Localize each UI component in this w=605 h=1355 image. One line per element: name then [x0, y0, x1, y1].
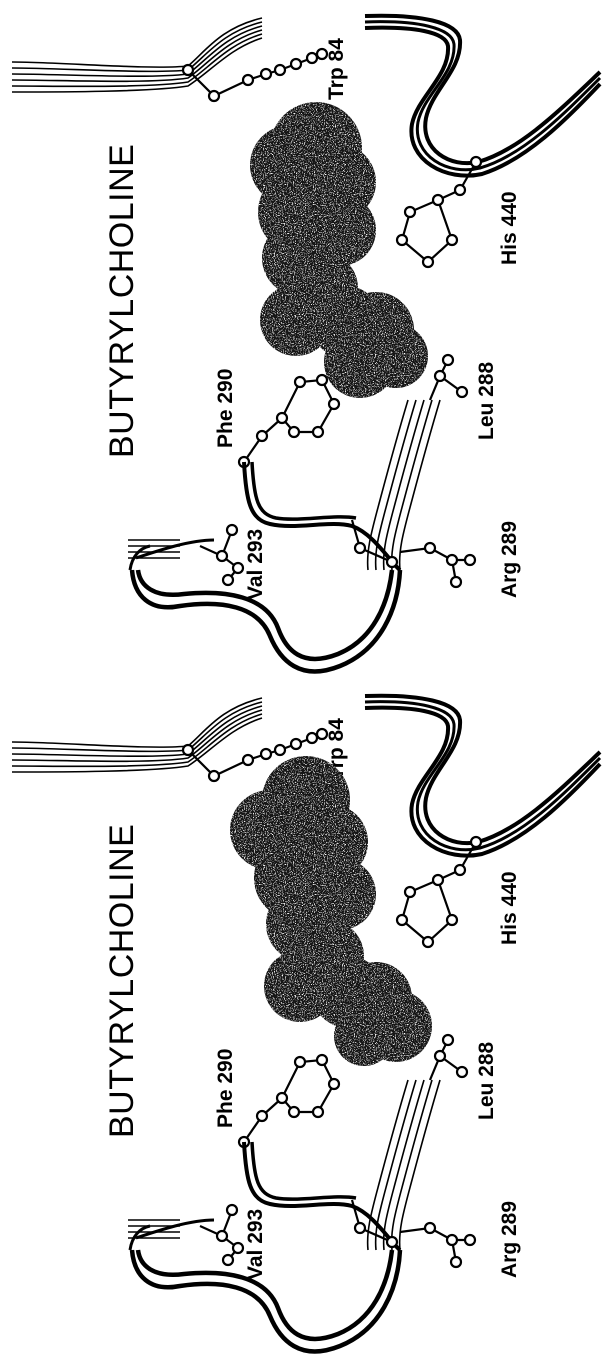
- his440-strand: [365, 16, 600, 176]
- arg289-sidechain: [352, 520, 475, 587]
- panel-top: BUTYRYLCHOLINE Trp 84: [12, 16, 600, 672]
- ligand-spacefill: [250, 102, 428, 398]
- leu288-sidechain: [430, 1035, 467, 1080]
- label-trp84: Trp 84: [325, 38, 348, 100]
- label-phe290: Phe 290: [214, 1049, 237, 1128]
- label-leu288: Leu 288: [475, 361, 498, 440]
- val293-sidechain: [200, 525, 243, 585]
- label-leu288: Leu 288: [475, 1041, 498, 1120]
- ligand-spacefill: [230, 756, 432, 1066]
- his440-sidechain: [397, 157, 481, 267]
- label-phe290: Phe 290: [214, 369, 237, 448]
- label-val293: Val 293: [244, 1209, 267, 1280]
- panel-bottom: BUTYRYLCHOLINE Trp 84: [12, 696, 600, 1352]
- his440-strand: [365, 696, 600, 856]
- phe290-sidechain: [239, 1055, 339, 1147]
- phe290-sidechain: [239, 375, 339, 467]
- his440-sidechain: [397, 837, 481, 947]
- omega-loop-ribbon: [128, 1080, 440, 1351]
- molecule-title: BUTYRYLCHOLINE: [103, 144, 141, 458]
- label-arg289: Arg 289: [498, 1201, 521, 1278]
- label-arg289: Arg 289: [498, 521, 521, 598]
- omega-loop-ribbon: [128, 400, 440, 671]
- trp84-sidechain: [183, 49, 327, 101]
- label-his440: His 440: [498, 871, 521, 945]
- trp84-strand: [12, 698, 262, 772]
- arg289-sidechain: [352, 1200, 475, 1267]
- leu288-sidechain: [430, 355, 467, 400]
- label-his440: His 440: [498, 191, 521, 265]
- label-val293: Val 293: [244, 529, 267, 600]
- trp84-strand: [12, 18, 262, 92]
- molecule-title: BUTYRYLCHOLINE: [103, 824, 141, 1138]
- val293-sidechain: [200, 1205, 243, 1265]
